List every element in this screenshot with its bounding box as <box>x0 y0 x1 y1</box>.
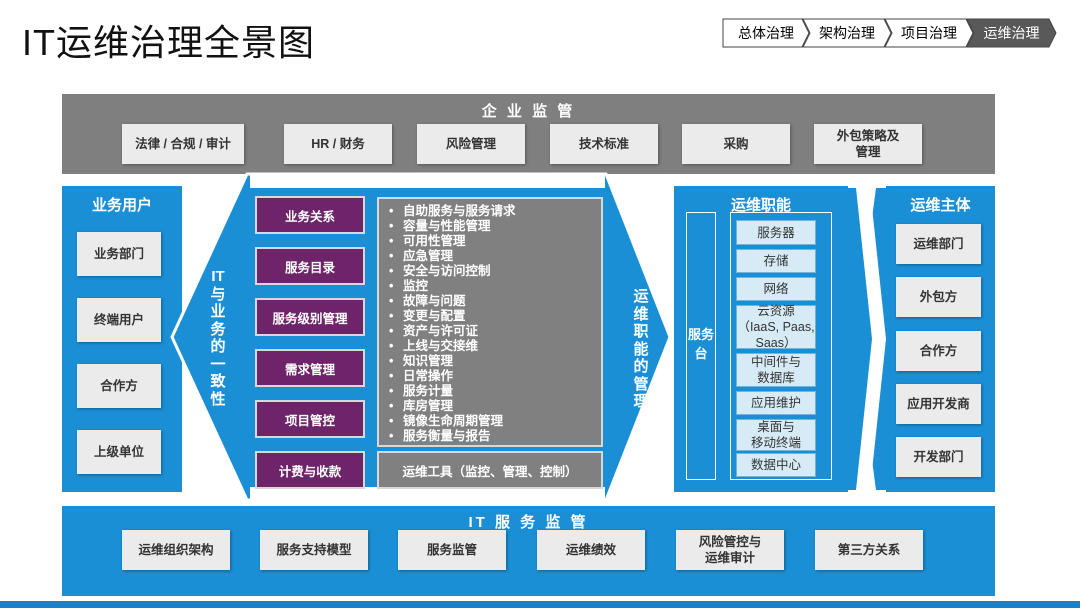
process-item: 变更与配置 <box>389 309 601 324</box>
ops-functions-list <box>730 212 832 480</box>
page-title: IT运维治理全景图 <box>22 22 315 63</box>
ops-subjects-panel: 运维主体 运维部门 外包方 合作方 应用开发商 开发部门 <box>886 186 995 492</box>
business-user-superior[interactable]: 上级单位 <box>77 430 161 474</box>
service-item-sla[interactable]: 服务级别管理 <box>255 298 365 336</box>
ops-function-middleware[interactable]: 中间件与 数据库 <box>736 353 816 387</box>
process-item: 服务计量 <box>389 384 601 399</box>
double-arrow-icon <box>848 188 888 490</box>
ops-function-server[interactable]: 服务器 <box>736 220 816 245</box>
enterprise-supervision-title: 企 业 监 管 <box>481 103 576 120</box>
service-item-project-control[interactable]: 项目管控 <box>255 400 365 438</box>
ops-function-network[interactable]: 网络 <box>736 277 816 301</box>
alignment-label: IT与业务的一致性 <box>210 268 226 408</box>
process-list-box: 自助服务与服务请求 容量与性能管理 可用性管理 应急管理 安全与访问控制 监控 … <box>377 197 603 447</box>
it-service-supervision-title: IT 服 务 监 管 <box>468 514 589 531</box>
process-item: 日常操作 <box>389 369 601 384</box>
ops-function-datacenter[interactable]: 数据中心 <box>736 453 816 477</box>
process-item: 镜像生命周期管理 <box>389 414 601 429</box>
ops-functions-panel: 运维职能 服务台 服务器 存储 网络 云资源 （IaaS, Paas, Saas… <box>674 186 848 492</box>
ops-subject-app-developer[interactable]: 应用开发商 <box>896 384 981 424</box>
process-item: 资产与许可证 <box>389 324 601 339</box>
ops-functions-title: 运维职能 <box>730 197 791 214</box>
ops-subject-dev-dept[interactable]: 开发部门 <box>896 437 981 477</box>
it-service-item-risk-audit[interactable]: 风险管控与 运维审计 <box>676 530 784 570</box>
ops-tools-box[interactable]: 运维工具（监控、管理、控制） <box>377 451 603 489</box>
it-service-item-third-party[interactable]: 第三方关系 <box>815 530 923 570</box>
service-item-catalog[interactable]: 服务目录 <box>255 247 365 285</box>
business-users-panel: 业务用户 业务部门 终端用户 合作方 上级单位 <box>62 186 182 492</box>
ops-function-storage[interactable]: 存储 <box>736 249 816 273</box>
it-service-supervision-panel: IT 服 务 监 管 运维组织架构 服务支持模型 服务监管 运维绩效 风险管控与… <box>62 506 995 596</box>
enterprise-item-hr[interactable]: HR / 财务 <box>284 124 392 164</box>
it-service-item-org[interactable]: 运维组织架构 <box>122 530 230 570</box>
enterprise-supervision-panel: 企 业 监 管 法律 / 合规 / 审计 HR / 财务 风险管理 技术标准 采… <box>62 94 995 174</box>
breadcrumb-item-overall[interactable]: 总体治理 <box>722 18 810 48</box>
breadcrumb-item-project[interactable]: 项目治理 <box>884 18 974 48</box>
ops-function-cloud[interactable]: 云资源 （IaaS, Paas, Saas） <box>736 304 816 350</box>
process-item: 监控 <box>389 279 601 294</box>
process-item: 安全与访问控制 <box>389 264 601 279</box>
footer-bar <box>0 601 1080 608</box>
process-item: 自助服务与服务请求 <box>389 204 601 219</box>
process-item: 上线与交接维 <box>389 339 601 354</box>
service-desk-box[interactable]: 服务台 <box>686 212 716 480</box>
process-item: 应急管理 <box>389 249 601 264</box>
enterprise-item-legal[interactable]: 法律 / 合规 / 审计 <box>122 124 244 164</box>
enterprise-item-standards[interactable]: 技术标准 <box>550 124 658 164</box>
enterprise-item-procurement[interactable]: 采购 <box>682 124 790 164</box>
ops-subject-outsourcer[interactable]: 外包方 <box>896 277 981 317</box>
business-user-end-user[interactable]: 终端用户 <box>77 298 161 342</box>
process-item: 容量与性能管理 <box>389 219 601 234</box>
enterprise-item-outsourcing[interactable]: 外包策略及 管理 <box>814 124 922 164</box>
service-item-demand[interactable]: 需求管理 <box>255 349 365 387</box>
it-service-item-support-model[interactable]: 服务支持模型 <box>260 530 368 570</box>
service-item-billing[interactable]: 计费与收款 <box>255 451 365 489</box>
process-item: 知识管理 <box>389 354 601 369</box>
process-item: 故障与问题 <box>389 294 601 309</box>
ops-function-app-maintenance[interactable]: 应用维护 <box>736 391 816 415</box>
business-user-partner[interactable]: 合作方 <box>77 364 161 408</box>
service-item-business-relation[interactable]: 业务关系 <box>255 196 365 234</box>
process-item: 可用性管理 <box>389 234 601 249</box>
breadcrumb-item-ops-active[interactable]: 运维治理 <box>966 18 1057 48</box>
ops-management-label: 运维职能的管理 <box>633 288 649 410</box>
process-item: 库房管理 <box>389 399 601 414</box>
business-users-title: 业务用户 <box>91 197 152 214</box>
enterprise-item-risk[interactable]: 风险管理 <box>417 124 525 164</box>
process-list: 自助服务与服务请求 容量与性能管理 可用性管理 应急管理 安全与访问控制 监控 … <box>389 204 601 444</box>
ops-subject-dept[interactable]: 运维部门 <box>896 224 981 264</box>
ops-function-desktop-mobile[interactable]: 桌面与 移动终端 <box>736 419 816 451</box>
it-service-item-performance[interactable]: 运维绩效 <box>537 530 645 570</box>
breadcrumb: 总体治理 架构治理 项目治理 运维治理 <box>722 18 1057 48</box>
service-desk-label: 服务台 <box>687 327 714 361</box>
business-user-dept[interactable]: 业务部门 <box>77 232 161 276</box>
ops-subject-partner[interactable]: 合作方 <box>896 331 981 371</box>
breadcrumb-item-architecture[interactable]: 架构治理 <box>802 18 892 48</box>
ops-subjects-title: 运维主体 <box>910 197 971 214</box>
process-item: 服务衡量与报告 <box>389 429 601 444</box>
it-service-item-monitoring[interactable]: 服务监管 <box>398 530 506 570</box>
